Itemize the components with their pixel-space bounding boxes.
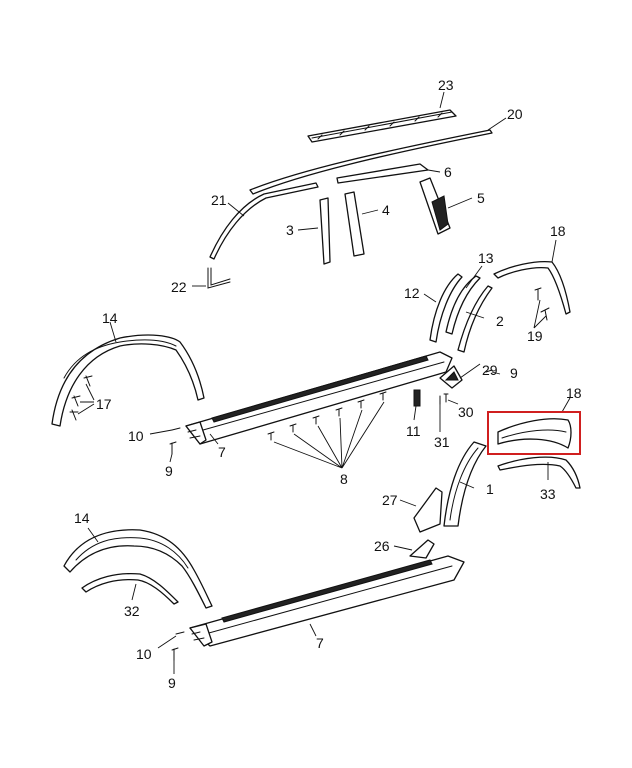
part-18-rear-flare-lower[interactable]	[497, 418, 572, 449]
part-7-rocker-lower[interactable]	[189, 555, 465, 647]
callout-3: 3	[286, 222, 294, 238]
callout-30: 30	[458, 404, 474, 420]
part-30-clip[interactable]	[443, 393, 449, 403]
callout-1: 1	[486, 481, 494, 497]
callout-4: 4	[382, 202, 390, 218]
part-4-applique[interactable]	[344, 191, 365, 257]
callout-14-upper: 14	[102, 310, 118, 326]
callout-7-upper: 7	[218, 444, 226, 460]
part-9-fastener-mid[interactable]	[485, 369, 493, 373]
callout-18-upper: 18	[550, 223, 566, 239]
callout-33: 33	[540, 486, 556, 502]
part-8-clips[interactable]	[267, 391, 387, 441]
callout-11: 11	[406, 423, 421, 439]
part-21-door-frame[interactable]	[209, 182, 319, 260]
part-19-clips[interactable]	[534, 287, 550, 321]
callout-10-lower: 10	[136, 646, 152, 662]
part-2-trim[interactable]	[457, 285, 493, 353]
part-9-fastener-upper[interactable]	[169, 441, 177, 455]
part-5-applique[interactable]	[419, 177, 451, 235]
part-10-clip-lower[interactable]	[175, 631, 185, 635]
part-14-front-flare-upper[interactable]	[51, 334, 205, 427]
callout-10-upper: 10	[128, 428, 144, 444]
callout-5: 5	[477, 190, 485, 206]
part-13-trim[interactable]	[445, 275, 481, 335]
callout-29: 29	[482, 362, 498, 378]
part-17-clips[interactable]	[69, 375, 93, 421]
part-3-applique[interactable]	[319, 197, 331, 265]
callout-23: 23	[438, 77, 454, 93]
part-26-pad[interactable]	[409, 539, 435, 559]
callout-2: 2	[496, 313, 504, 329]
callout-31: 31	[434, 434, 450, 450]
callout-9-upper: 9	[165, 463, 173, 479]
callout-18-lower: 18	[566, 385, 582, 401]
part-22-clip[interactable]	[207, 267, 231, 289]
part-33-molding[interactable]	[497, 456, 581, 489]
part-12-trim[interactable]	[429, 273, 463, 343]
part-6-belt-molding[interactable]	[336, 163, 429, 184]
callout-12: 12	[404, 285, 420, 301]
part-18-rear-flare-upper[interactable]	[493, 260, 571, 315]
callout-27: 27	[382, 492, 398, 508]
part-14-front-flare-lower[interactable]	[63, 529, 213, 609]
part-29-bracket[interactable]	[439, 365, 463, 389]
callout-14-lower: 14	[74, 510, 90, 526]
callout-17: 17	[96, 396, 112, 412]
callout-13: 13	[478, 250, 494, 266]
callout-19: 19	[527, 328, 543, 344]
callout-6: 6	[444, 164, 452, 180]
part-27-pad[interactable]	[413, 487, 443, 533]
callout-22: 22	[171, 279, 187, 295]
callout-20: 20	[507, 106, 523, 122]
callout-9-lower: 9	[168, 675, 176, 691]
callout-8: 8	[340, 471, 348, 487]
callout-9-mid: 9	[510, 365, 518, 381]
part-11-clip[interactable]	[413, 389, 421, 407]
callout-32: 32	[124, 603, 140, 619]
part-32-molding[interactable]	[81, 572, 179, 605]
callout-26: 26	[374, 538, 390, 554]
highlight-box	[487, 411, 581, 455]
part-9-fastener-lower[interactable]	[171, 647, 179, 661]
part-10-clip-upper[interactable]	[171, 427, 181, 431]
callout-7-lower: 7	[316, 635, 324, 651]
callout-21: 21	[211, 192, 227, 208]
part-23-roof-molding[interactable]	[307, 109, 457, 143]
part-20-roof-rail[interactable]	[249, 129, 493, 195]
part-7-rocker-upper[interactable]	[185, 351, 453, 445]
